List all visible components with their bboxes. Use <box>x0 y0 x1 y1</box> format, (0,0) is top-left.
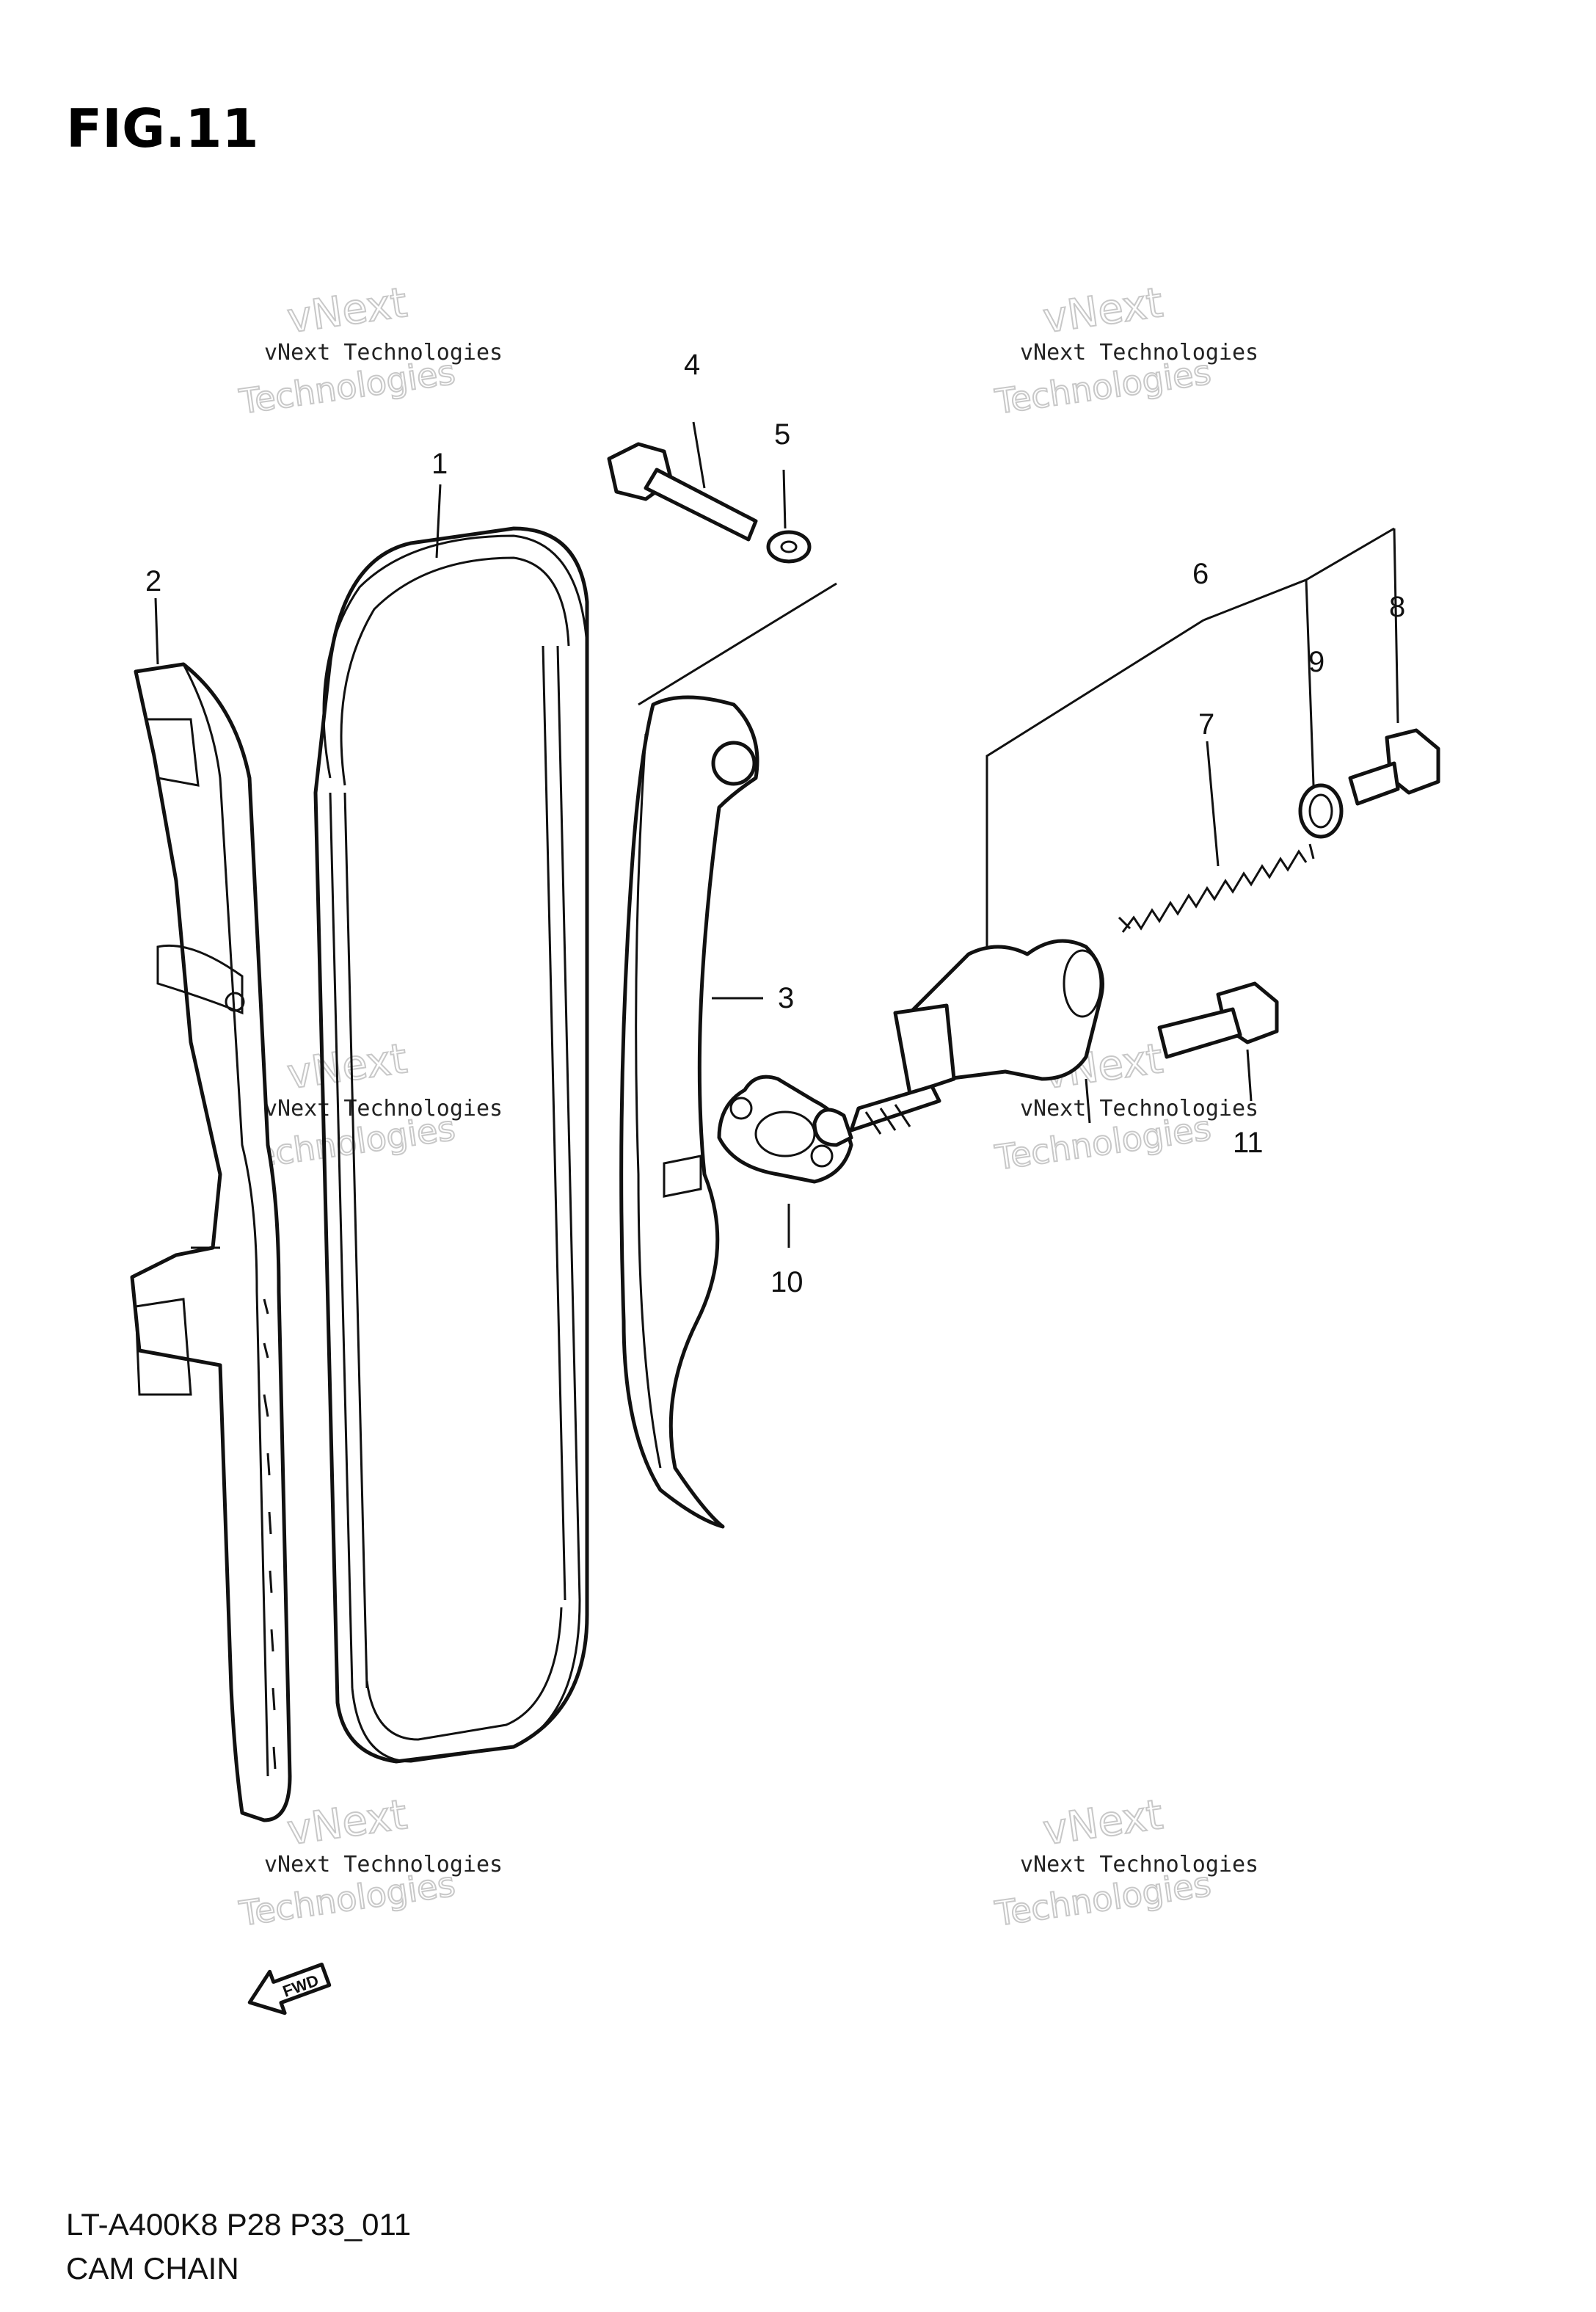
label-part-7: 7 <box>1198 708 1214 741</box>
watermark-line2: vNext Technologies <box>264 1852 503 1877</box>
watermark-line1: vNext <box>285 279 410 343</box>
figure-title: FIG.11 <box>66 98 259 159</box>
watermark-line1: vNext <box>1041 1791 1166 1855</box>
label-part-9: 9 <box>1308 646 1324 678</box>
label-part-2: 2 <box>145 565 161 597</box>
watermark-line2: vNext Technologies <box>264 340 503 366</box>
part-8-plug-bolt <box>1348 728 1440 806</box>
watermark-line1: vNext <box>285 1791 410 1855</box>
watermark-line2: vNext Technologies <box>1020 1852 1258 1877</box>
label-part-11: 11 <box>1233 1127 1264 1159</box>
part-3-tensioner-arm <box>619 695 759 1529</box>
label-part-10: 10 <box>770 1266 804 1298</box>
watermark-bottom-right: vNext vNext Technologies Technologies <box>991 1790 1258 1934</box>
part-10-gasket <box>717 1075 853 1184</box>
watermark-top-right: vNext vNext Technologies Technologies <box>991 278 1258 422</box>
watermark-line2: vNext Technologies <box>1020 1096 1258 1122</box>
part-6-tensioner-adjuster <box>812 939 1104 1147</box>
label-part-6: 6 <box>1192 558 1209 590</box>
label-part-8: 8 <box>1389 591 1405 623</box>
label-part-1: 1 <box>431 448 448 480</box>
watermark-line2: vNext Technologies <box>1020 340 1258 366</box>
part-4-bolt <box>607 442 758 542</box>
part-7-spring <box>1118 843 1315 933</box>
label-part-3: 3 <box>778 982 794 1014</box>
watermark-line1: vNext <box>1041 279 1166 343</box>
part-5-washer-hole <box>780 540 798 553</box>
part-5-washer <box>766 530 812 564</box>
label-part-4: 4 <box>684 349 700 381</box>
part-number-labels: 1 2 3 4 5 6 7 8 9 10 11 <box>145 349 1405 1298</box>
watermark-line1: vNext <box>285 1035 410 1099</box>
part-2-chain-guide <box>130 662 292 1822</box>
part-11-bolt <box>1157 981 1279 1059</box>
part-9-o-ring <box>1298 783 1344 839</box>
footer-model-code: LT-A400K8 P28 P33_011 <box>66 2207 411 2242</box>
footer-diagram-name: CAM CHAIN <box>66 2251 239 2286</box>
watermark-mid-left: vNext vNext Technologies Technologies <box>236 1034 503 1178</box>
fwd-arrow-icon: FWD <box>247 1962 332 2015</box>
part-9-o-ring-inner <box>1308 793 1333 829</box>
chain-links <box>322 534 589 1763</box>
watermark-line2: vNext Technologies <box>264 1096 503 1122</box>
part-1-cam-chain <box>313 526 589 1764</box>
label-part-5: 5 <box>774 418 790 451</box>
leader-lines <box>154 421 1399 1248</box>
watermark-top-left: vNext vNext Technologies Technologies <box>236 278 503 422</box>
